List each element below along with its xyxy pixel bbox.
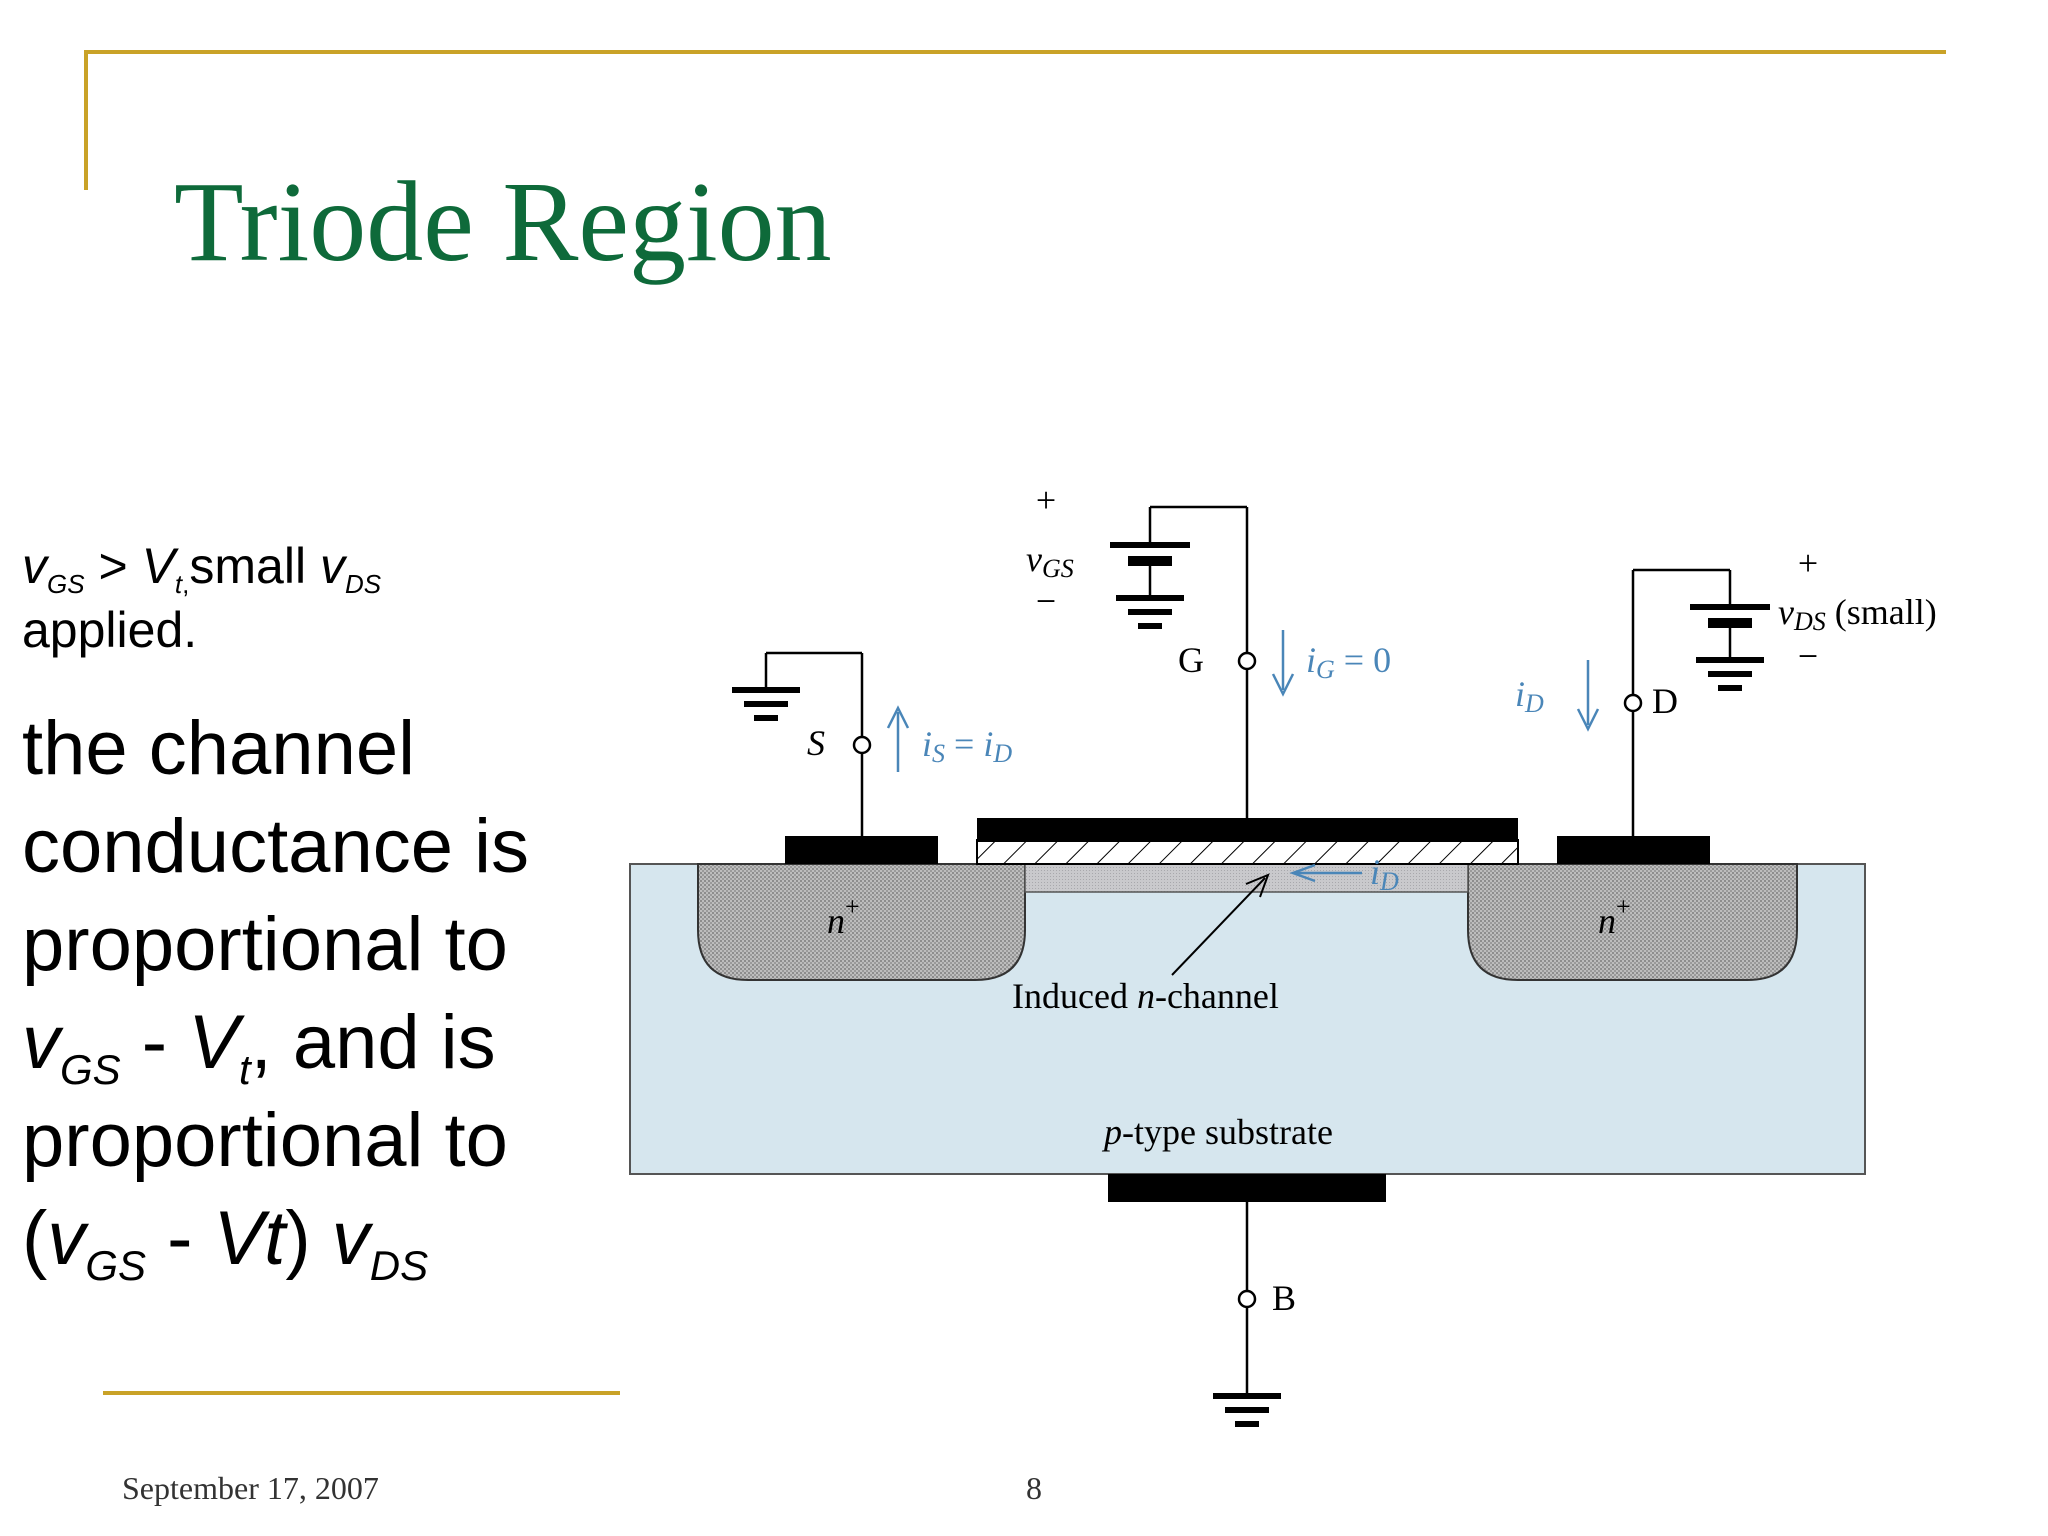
slide-title: Triode Region [174, 158, 832, 285]
vgs-battery [1110, 542, 1190, 566]
vds-label: vDS (small) [1778, 592, 1937, 636]
page-number: 8 [1026, 1470, 1042, 1506]
footer-date: September 17, 2007 [122, 1470, 379, 1506]
id-label-drain: iD [1515, 674, 1544, 718]
gate-label: G [1178, 640, 1204, 680]
drain-terminal [1623, 693, 1643, 713]
drain-label: D [1652, 681, 1678, 721]
n-plus-source-region [697, 863, 1026, 981]
left-accent-line [84, 50, 88, 190]
induced-channel [1024, 863, 1469, 893]
induced-channel-label: Induced n-channel [1012, 976, 1279, 1016]
current-arrows [886, 630, 1600, 883]
substrate-label: p-type substrate [1101, 1112, 1333, 1152]
source-label: S [807, 723, 825, 763]
ground-drain-icon [1696, 657, 1764, 691]
vgs-label: vGS [1026, 539, 1074, 583]
vds-plus-sign: + [1798, 543, 1818, 583]
gate-metal [977, 818, 1518, 842]
induced-channel-pointer [1171, 873, 1270, 976]
gate-oxide [976, 839, 1519, 865]
ig-label: iG = 0 [1306, 640, 1391, 684]
bottom-accent-line [103, 1391, 620, 1395]
channel-conductance-text: the channel conductance is proportional … [22, 706, 529, 1289]
vds-battery [1690, 604, 1770, 628]
condition-text: vGS > Vt,small vDS applied. [22, 538, 382, 658]
ground-gate-icon [1116, 595, 1184, 629]
id-label-channel: iD [1370, 852, 1399, 896]
drain-contact [1557, 836, 1710, 864]
top-accent-line [84, 50, 1946, 54]
n-plus-source-label: n+ [827, 892, 860, 941]
vgs-minus-sign: − [1036, 581, 1056, 621]
n-plus-drain-region [1467, 863, 1798, 981]
source-terminal [852, 735, 872, 755]
circuit-wires [764, 505, 1732, 1396]
ground-body-icon [1213, 1393, 1281, 1427]
body-terminal [1237, 1289, 1257, 1309]
vgs-plus-sign: + [1036, 480, 1056, 520]
n-plus-drain-label: n+ [1598, 892, 1631, 941]
gate-terminal [1237, 651, 1257, 671]
body-label: B [1272, 1278, 1296, 1318]
source-contact [785, 836, 938, 864]
ground-source-icon [732, 687, 800, 721]
vds-minus-sign: − [1798, 636, 1818, 676]
is-label: iS = iD [922, 724, 1012, 768]
body-contact [1108, 1174, 1386, 1202]
